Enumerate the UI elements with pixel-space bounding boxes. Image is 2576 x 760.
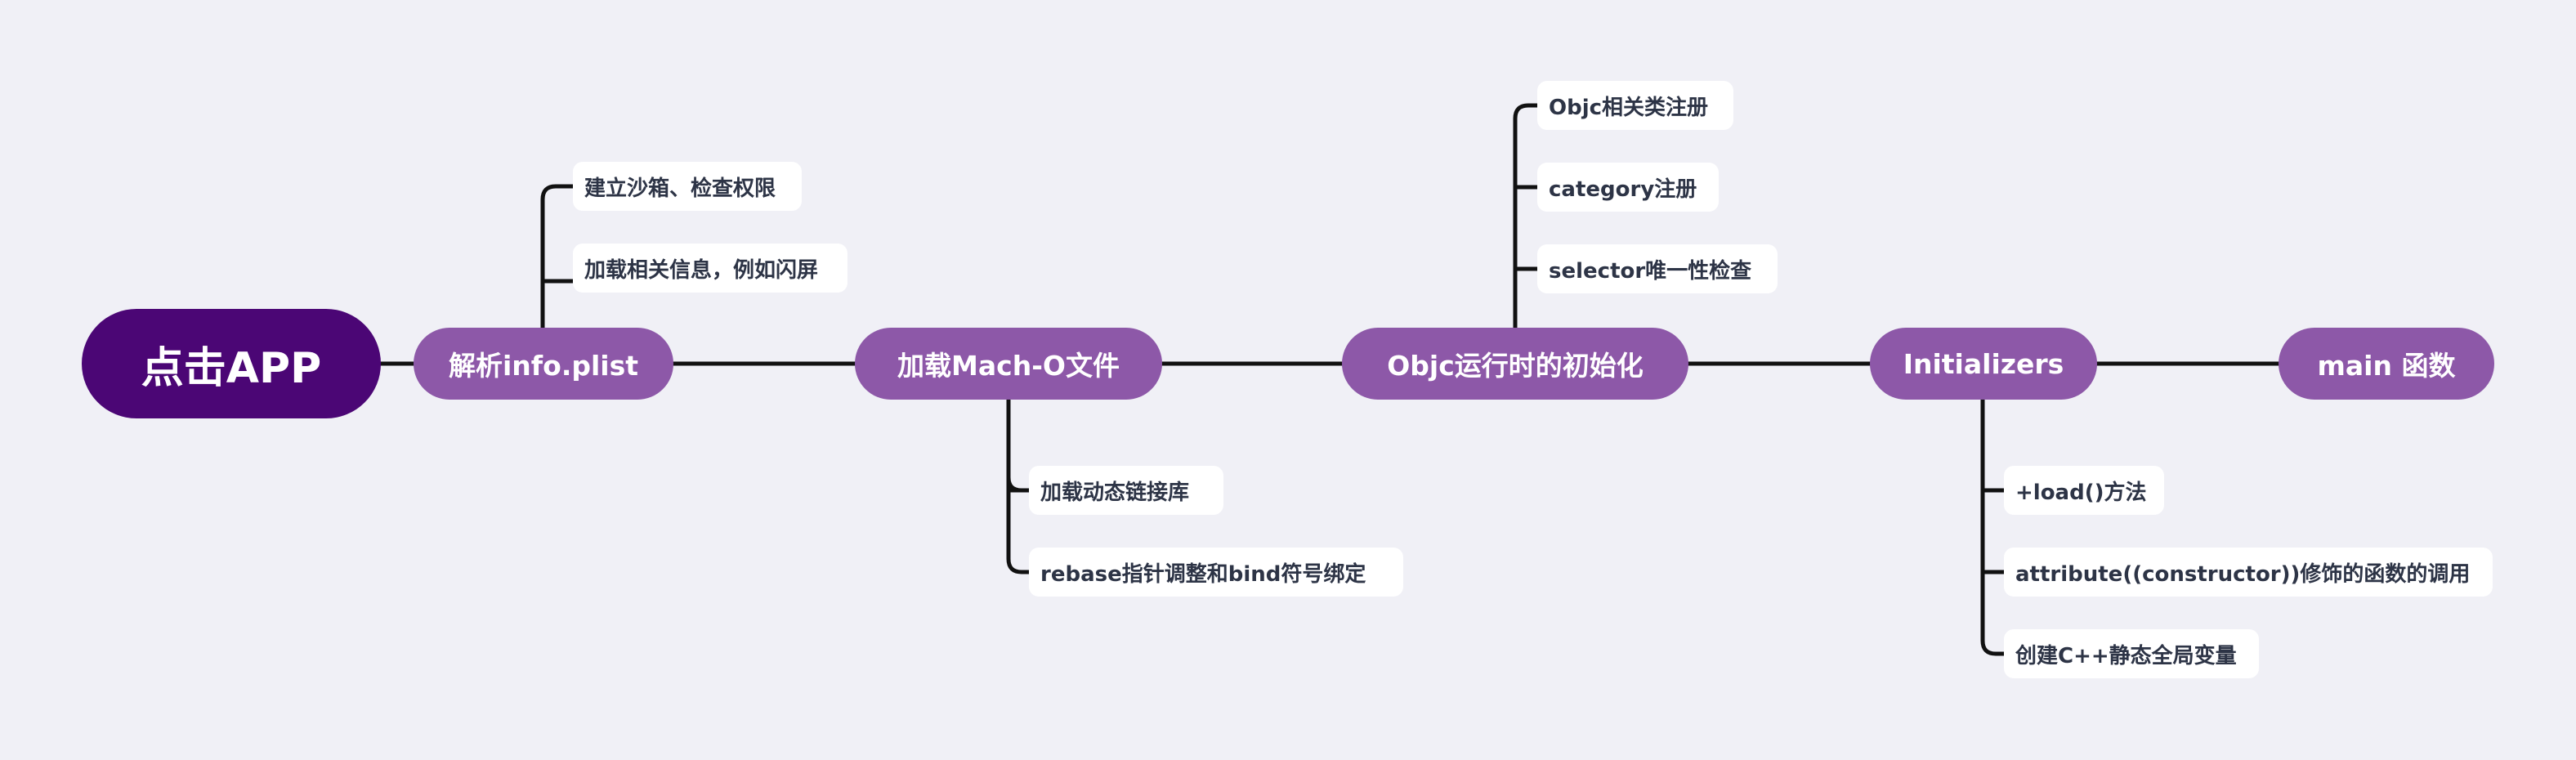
stage-node-objc-runtime-init: Objc运行时的初始化 (1342, 328, 1688, 400)
child-label: selector唯一性检查 (1549, 258, 1752, 284)
stage-4-branch (1980, 397, 2006, 656)
child-node-selector-unique-check: selector唯一性检查 (1537, 244, 1778, 293)
child-node-category-register: category注册 (1537, 163, 1719, 212)
child-label: 建立沙箱、检查权限 (584, 176, 776, 201)
stage-label: Initializers (1903, 347, 2064, 380)
child-label: 加载动态链接库 (1040, 480, 1190, 505)
stage-label: 加载Mach-O文件 (897, 350, 1120, 382)
child-node-cpp-static-globals: 创建C++静态全局变量 (2004, 629, 2259, 678)
child-node-constructor-attribute: attribute((constructor))修饰的函数的调用 (2004, 548, 2493, 597)
root-node: 点击APP (82, 309, 381, 418)
root-label: 点击APP (141, 343, 322, 393)
child-node-objc-class-register: Objc相关类注册 (1537, 81, 1733, 130)
child-label: 创建C++静态全局变量 (2015, 643, 2237, 668)
stage-label: 解析info.plist (448, 350, 639, 382)
stage-1-branch (540, 184, 575, 331)
child-label: Objc相关类注册 (1549, 95, 1709, 120)
stage-3-branch (1513, 103, 1540, 331)
child-label: attribute((constructor))修饰的函数的调用 (2015, 561, 2471, 587)
child-label: +load()方法 (2015, 480, 2147, 505)
child-node-load-method: +load()方法 (2004, 466, 2164, 515)
child-label: rebase指针调整和bind符号绑定 (1040, 561, 1366, 587)
child-node-load-dylibs: 加载动态链接库 (1029, 466, 1223, 515)
stage-node-load-macho: 加载Mach-O文件 (855, 328, 1162, 400)
stage-node-main-function: main 函数 (2279, 328, 2494, 400)
child-label: category注册 (1549, 177, 1697, 202)
stage-2-branch (1006, 397, 1031, 574)
child-node-sandbox-permissions: 建立沙箱、检查权限 (573, 162, 802, 211)
child-node-rebase-bind: rebase指针调整和bind符号绑定 (1029, 548, 1403, 597)
stage-label: Objc运行时的初始化 (1387, 350, 1644, 382)
child-label: 加载相关信息，例如闪屏 (584, 257, 819, 283)
stage-node-initializers: Initializers (1870, 328, 2097, 400)
stage-label: main 函数 (2317, 350, 2456, 382)
stage-node-parse-plist: 解析info.plist (414, 328, 673, 400)
child-node-load-info-splash: 加载相关信息，例如闪屏 (573, 244, 847, 293)
